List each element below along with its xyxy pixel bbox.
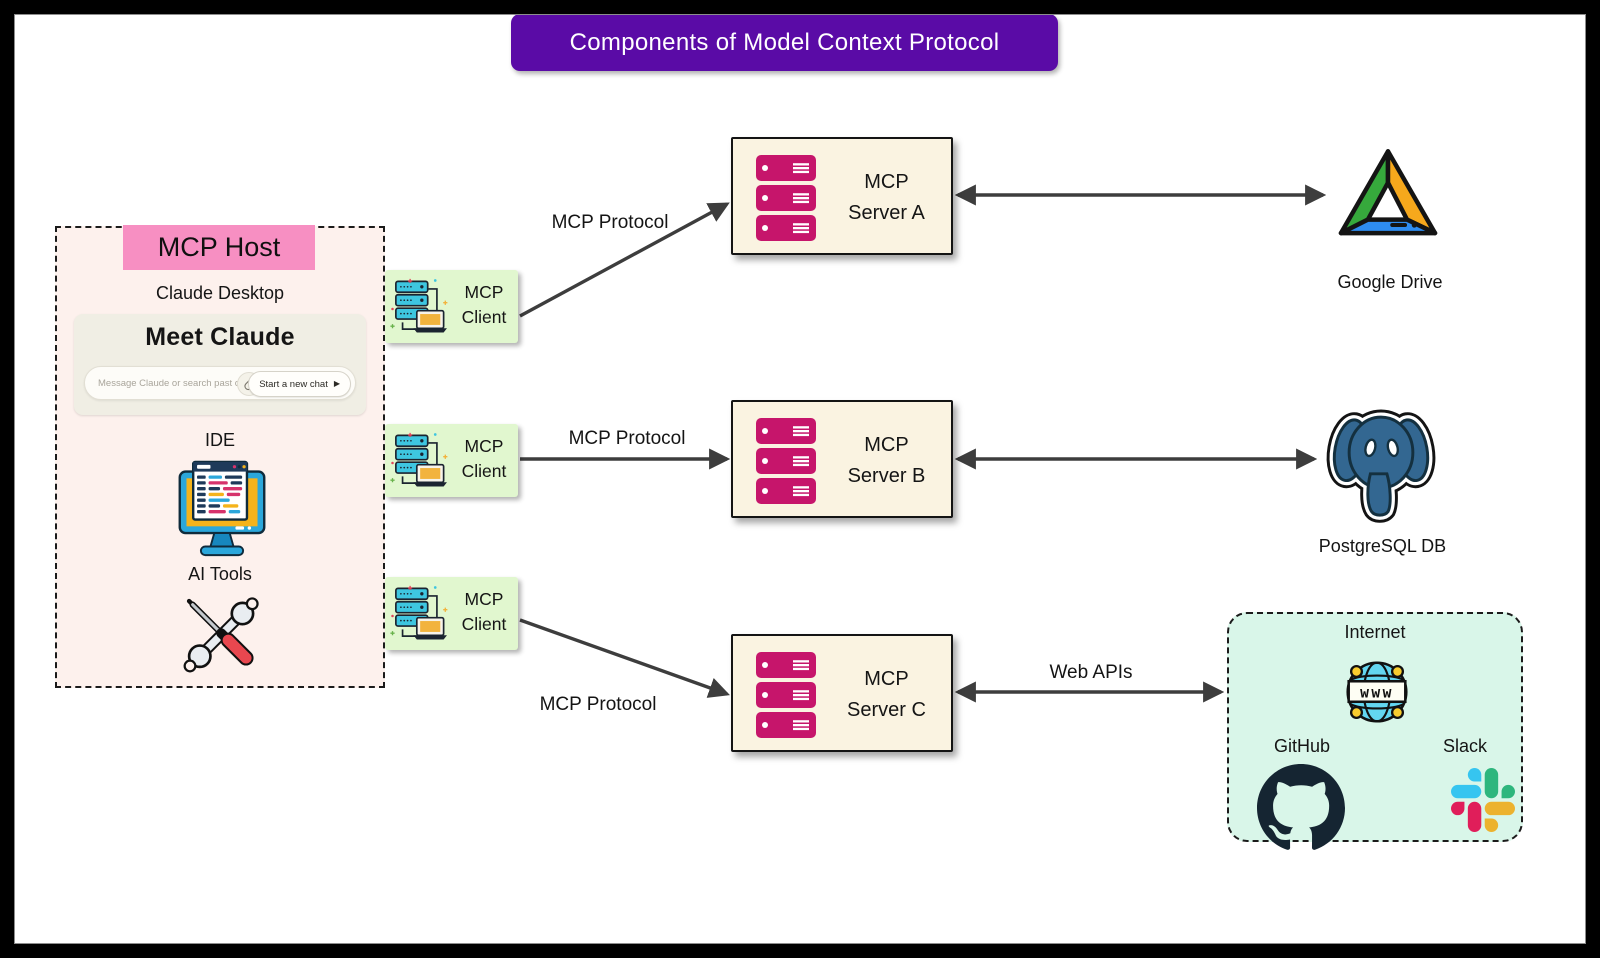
internet-globe-icon: www [1346,661,1408,723]
play-arrow-icon: ▶ [333,379,340,388]
mcp-host-box: MCP Host Claude Desktop Meet Claude Star… [55,225,385,688]
github-octocat-icon [1257,764,1345,850]
server-stack-icon [756,652,816,738]
client-server-laptop-icon [390,585,448,640]
postgresql-label: PostgreSQL DB [1318,536,1447,556]
start-new-chat-button[interactable]: Start a new chat ▶ [248,371,351,397]
claude-search-bar[interactable]: Start a new chat ▶ [84,366,356,400]
postgresql-icon [1322,396,1440,528]
ide-label: IDE [204,430,235,450]
client-label: MCP Client [461,436,507,482]
server-label: MCP Server B [847,434,926,487]
client-label: MCP Client [461,282,507,328]
client-label: MCP Client [461,589,507,635]
mcp-protocol-label-b: MCP Protocol [568,428,686,449]
internet-label: Internet [1344,622,1406,642]
meet-claude-heading: Meet Claude [145,323,295,351]
client-server-laptop-icon [390,278,448,333]
ai-tools-label: AI Tools [188,564,252,584]
client-server-laptop-icon [390,432,448,487]
diagram-title: Components of Model Context Protocol [511,14,1058,71]
google-drive-label: Google Drive [1337,272,1443,292]
slack-icon [1451,768,1515,832]
mcp-server-b: MCP Server B [731,400,953,518]
server-label: MCP Server A [848,171,925,224]
mcp-server-a: MCP Server A [731,137,953,255]
google-drive-icon [1338,149,1438,236]
mcp-host-label: MCP Host [123,225,315,270]
server-stack-icon [756,155,816,241]
ide-monitor-icon [178,460,266,557]
mcp-protocol-label-a: MCP Protocol [551,212,669,233]
start-new-chat-label: Start a new chat [259,378,328,390]
claude-desktop-label: Claude Desktop [155,283,285,303]
internet-group-box: Internet www GitHub Slack [1227,612,1523,850]
www-text: www [1360,684,1394,701]
mcp-protocol-label-c: MCP Protocol [539,694,657,715]
github-label: GitHub [1273,736,1331,756]
web-apis-label: Web APIs [1049,662,1133,683]
arrow-client1-serverA [519,202,730,318]
mcp-client-1: MCP Client [385,270,518,343]
slack-label: Slack [1442,736,1487,756]
arrow-client3-serverC [519,618,730,698]
mcp-server-c: MCP Server C [731,634,953,752]
claude-desktop-card: Meet Claude Start a new chat ▶ [74,314,366,415]
server-stack-icon [756,418,816,504]
ai-tools-icon [183,597,259,673]
mcp-client-3: MCP Client [385,577,518,650]
mcp-client-2: MCP Client [385,424,518,497]
server-label: MCP Server C [847,668,926,721]
claude-message-input[interactable] [98,367,248,399]
